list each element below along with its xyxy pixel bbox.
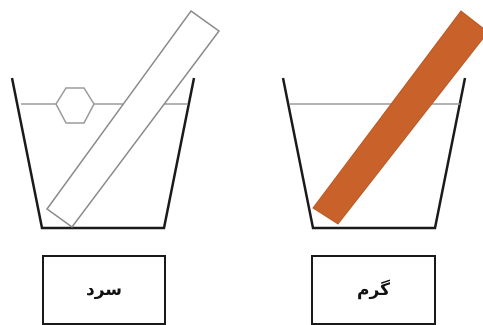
ice-cube (56, 88, 94, 123)
hot-beaker-group (283, 11, 483, 228)
cold-label: سرد (86, 280, 122, 300)
hot-label-box: گرم (311, 255, 436, 325)
cold-beaker-group (12, 11, 219, 228)
hot-label: گرم (357, 280, 390, 300)
cold-label-box: سرد (42, 255, 166, 325)
